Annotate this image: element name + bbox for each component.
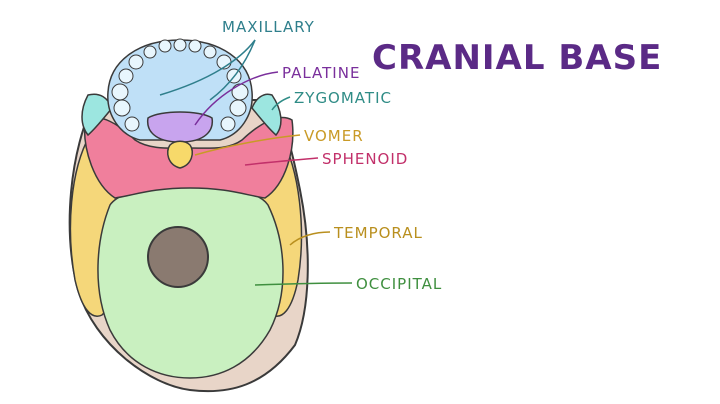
palatine-bone xyxy=(146,111,214,143)
maxillary-leader-line xyxy=(159,39,256,96)
sphenoid-leader-line xyxy=(244,157,319,166)
zygomatic-bone-left xyxy=(81,93,113,137)
occipital-leader-line xyxy=(254,282,353,286)
maxillary-bone xyxy=(107,39,253,141)
diagram-title: CRANIAL BASE xyxy=(372,38,663,78)
label-zygomatic: ZYGOMATIC xyxy=(294,89,392,107)
maxillary-leader-line-2 xyxy=(209,39,256,101)
zygomatic-leader-line xyxy=(271,96,291,111)
teeth-row xyxy=(111,38,249,132)
label-sphenoid: SPHENOID xyxy=(322,150,409,168)
vomer-bone xyxy=(167,140,193,169)
label-occipital: OCCIPITAL xyxy=(356,275,443,293)
palatine-leader-line xyxy=(194,71,279,126)
label-vomer: VOMER xyxy=(304,127,364,145)
vomer-leader-line xyxy=(194,134,301,156)
label-temporal: TEMPORAL xyxy=(334,224,423,242)
foramen-magnum xyxy=(147,226,209,288)
zygomatic-bone-right xyxy=(251,93,282,137)
temporal-leader-line xyxy=(289,231,331,246)
label-maxillary: MAXILLARY xyxy=(222,18,315,36)
label-palatine: PALATINE xyxy=(282,64,361,82)
